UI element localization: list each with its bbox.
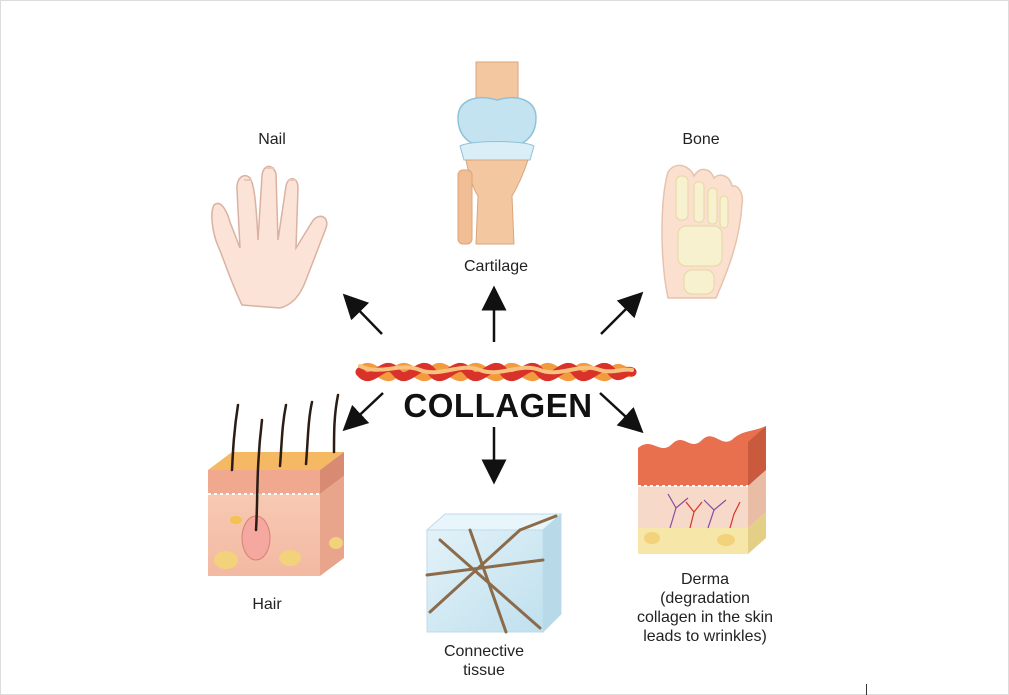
- label-derma-line4: leads to wrinkles): [643, 628, 767, 645]
- label-derma: Derma (degradation collagen in the skin …: [620, 570, 790, 646]
- label-derma-line3: collagen in the skin: [636, 609, 774, 626]
- label-connective-line2: tissue: [463, 662, 505, 679]
- hand-icon: [211, 165, 328, 309]
- label-hair: Hair: [252, 596, 282, 613]
- edge-tick-mark: [866, 684, 867, 695]
- arrows: [342, 285, 644, 485]
- label-derma-line2: (degradation: [660, 590, 750, 607]
- skin-section-icon: [638, 426, 766, 554]
- arrow-hair: [342, 392, 384, 432]
- hair-follicle-icon: [208, 393, 344, 576]
- arrow-nail: [342, 293, 383, 335]
- connective-tissue-icon: [425, 512, 563, 634]
- foot-bone-icon: [661, 164, 744, 299]
- label-bone: Bone: [682, 131, 720, 148]
- collagen-helix-icon: [355, 363, 637, 381]
- arrow-derma: [599, 392, 644, 434]
- knee-joint-icon: [457, 61, 537, 245]
- diagram-title: COLLAGEN: [403, 387, 593, 424]
- label-derma-line1: Derma: [680, 571, 729, 588]
- label-connective-line1: Connective: [443, 643, 525, 660]
- label-nail: Nail: [258, 131, 286, 148]
- label-cartilage: Cartilage: [463, 258, 529, 275]
- arrow-bone: [600, 291, 644, 335]
- label-connective-tissue: Connective tissue: [422, 642, 546, 680]
